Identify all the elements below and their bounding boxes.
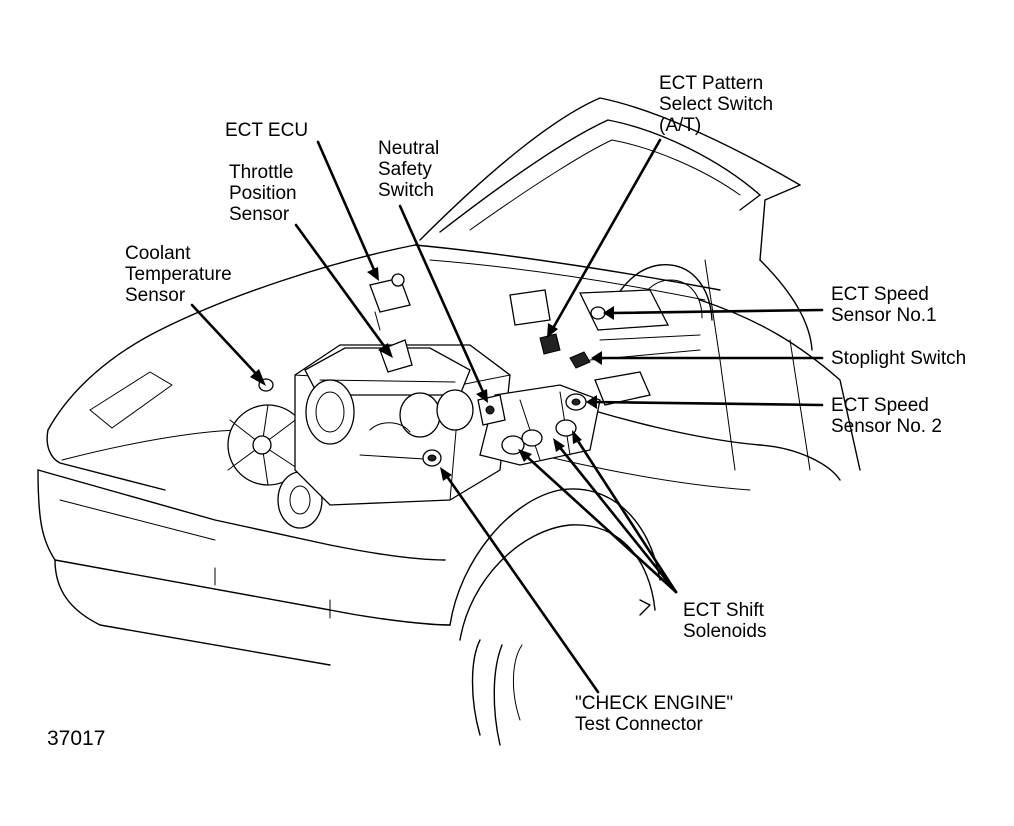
label-ect-shift-solenoids: ECT Shift Solenoids: [683, 600, 766, 642]
label-coolant-temperature-sensor: Coolant Temperature Sensor: [125, 243, 232, 306]
label-line: ECT Speed: [831, 395, 929, 416]
label-ect-ecu: ECT ECU: [225, 120, 308, 141]
label-ect-speed-sensor-1: ECT Speed Sensor No.1: [831, 284, 937, 326]
label-line: Select Switch: [659, 94, 774, 115]
label-ect-speed-sensor-2: ECT Speed Sensor No. 2: [831, 395, 942, 437]
label-check-engine-test-connector: "CHECK ENGINE" Test Connector: [575, 693, 733, 735]
label-line: ECT Speed: [831, 284, 929, 305]
leader-lines: [190, 138, 824, 694]
label-line: Solenoids: [683, 621, 767, 642]
engine-assembly: [227, 273, 701, 529]
label-throttle-position-sensor: Throttle Position Sensor: [229, 162, 297, 225]
label-line: Sensor: [229, 204, 290, 225]
label-line: "CHECK ENGINE": [575, 693, 734, 714]
label-line: Test Connector: [575, 714, 703, 735]
label-line: Position: [229, 183, 297, 204]
label-line: (A/T): [659, 115, 702, 136]
label-line: Safety: [378, 159, 432, 180]
label-line: Neutral: [378, 138, 440, 159]
car-body-outline: [37, 97, 861, 746]
label-line: Temperature: [125, 264, 232, 285]
label-line: Sensor No. 2: [831, 416, 942, 437]
figure-number: 37017: [47, 727, 106, 750]
label-ect-pattern-select-switch: ECT Pattern Select Switch (A/T): [659, 73, 773, 136]
label-stoplight-switch: Stoplight Switch: [831, 348, 966, 369]
label-line: Switch: [378, 180, 434, 201]
label-line: Throttle: [229, 162, 294, 183]
label-line: ECT ECU: [225, 120, 309, 141]
label-line: ECT Pattern: [659, 73, 764, 94]
label-neutral-safety-switch: Neutral Safety Switch: [378, 138, 439, 201]
label-line: Stoplight Switch: [831, 348, 967, 369]
label-line: Sensor: [125, 285, 186, 306]
label-line: ECT Shift: [683, 600, 764, 621]
label-line: Sensor No.1: [831, 305, 937, 326]
label-line: Coolant: [125, 243, 191, 264]
